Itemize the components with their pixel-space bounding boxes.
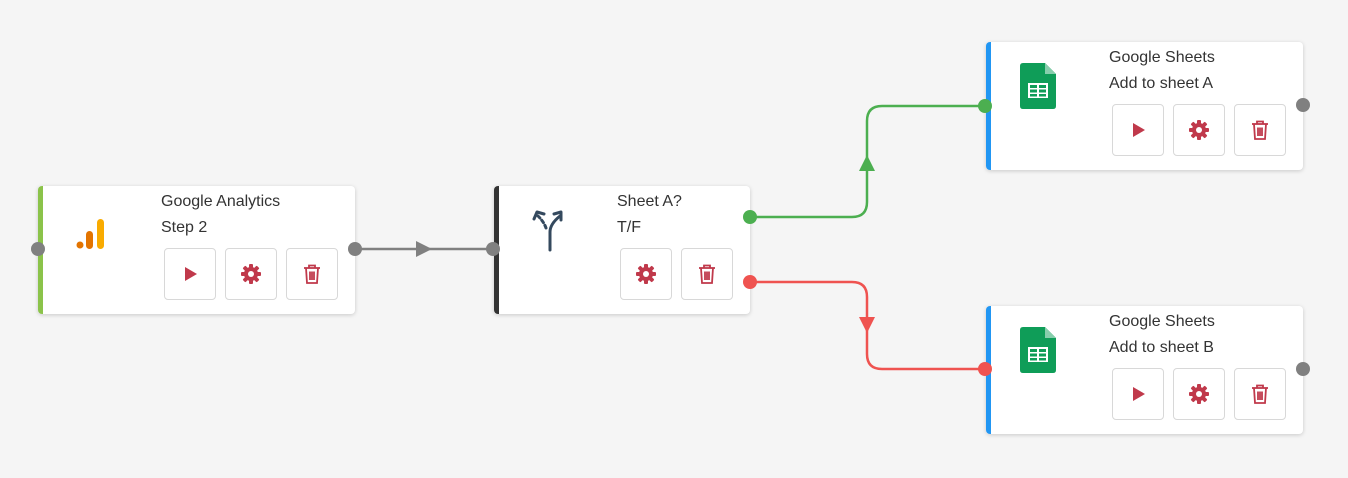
settings-button[interactable] xyxy=(225,248,277,300)
play-icon xyxy=(185,267,197,281)
false-branch-arrow-icon xyxy=(859,317,875,333)
delete-button[interactable] xyxy=(681,248,733,300)
true-output-port[interactable] xyxy=(743,210,757,224)
delete-button[interactable] xyxy=(1234,368,1286,420)
run-button[interactable] xyxy=(1112,104,1164,156)
play-icon xyxy=(1133,123,1145,137)
settings-button[interactable] xyxy=(1173,104,1225,156)
input-port[interactable] xyxy=(978,99,992,113)
gear-icon xyxy=(241,264,261,284)
node-google-sheets-b[interactable]: Google Sheets Add to sheet B xyxy=(986,306,1303,434)
input-port[interactable] xyxy=(486,242,500,256)
node-subtitle: Step 2 xyxy=(161,219,208,236)
output-port[interactable] xyxy=(1296,362,1310,376)
settings-button[interactable] xyxy=(620,248,672,300)
run-button[interactable] xyxy=(1112,368,1164,420)
run-button[interactable] xyxy=(164,248,216,300)
split-arrows-icon xyxy=(530,206,570,254)
node-title: Google Sheets xyxy=(1109,313,1215,330)
node-title: Sheet A? xyxy=(617,193,682,210)
node-google-analytics[interactable]: Google Analytics Step 2 xyxy=(38,186,355,314)
node-title: Google Analytics xyxy=(161,193,281,210)
input-port[interactable] xyxy=(978,362,992,376)
trash-icon xyxy=(699,264,715,284)
trash-icon xyxy=(1252,120,1268,140)
node-google-sheets-a[interactable]: Google Sheets Add to sheet A xyxy=(986,42,1303,170)
node-decision[interactable]: Sheet A? T/F xyxy=(494,186,750,314)
google-sheets-icon xyxy=(1018,326,1058,374)
delete-button[interactable] xyxy=(286,248,338,300)
google-analytics-icon xyxy=(70,208,110,256)
play-icon xyxy=(1133,387,1145,401)
node-subtitle: T/F xyxy=(617,219,641,236)
trash-icon xyxy=(304,264,320,284)
gear-icon xyxy=(636,264,656,284)
trash-icon xyxy=(1252,384,1268,404)
node-subtitle: Add to sheet B xyxy=(1109,339,1214,356)
input-port[interactable] xyxy=(31,242,45,256)
node-subtitle: Add to sheet A xyxy=(1109,75,1214,92)
true-branch-arrow-icon xyxy=(859,155,875,171)
delete-button[interactable] xyxy=(1234,104,1286,156)
gear-icon xyxy=(1189,120,1209,140)
settings-button[interactable] xyxy=(1173,368,1225,420)
output-port[interactable] xyxy=(348,242,362,256)
false-output-port[interactable] xyxy=(743,275,757,289)
output-port[interactable] xyxy=(1296,98,1310,112)
connector-arrow-icon xyxy=(416,241,432,257)
gear-icon xyxy=(1189,384,1209,404)
google-sheets-icon xyxy=(1018,62,1058,110)
node-title: Google Sheets xyxy=(1109,49,1215,66)
